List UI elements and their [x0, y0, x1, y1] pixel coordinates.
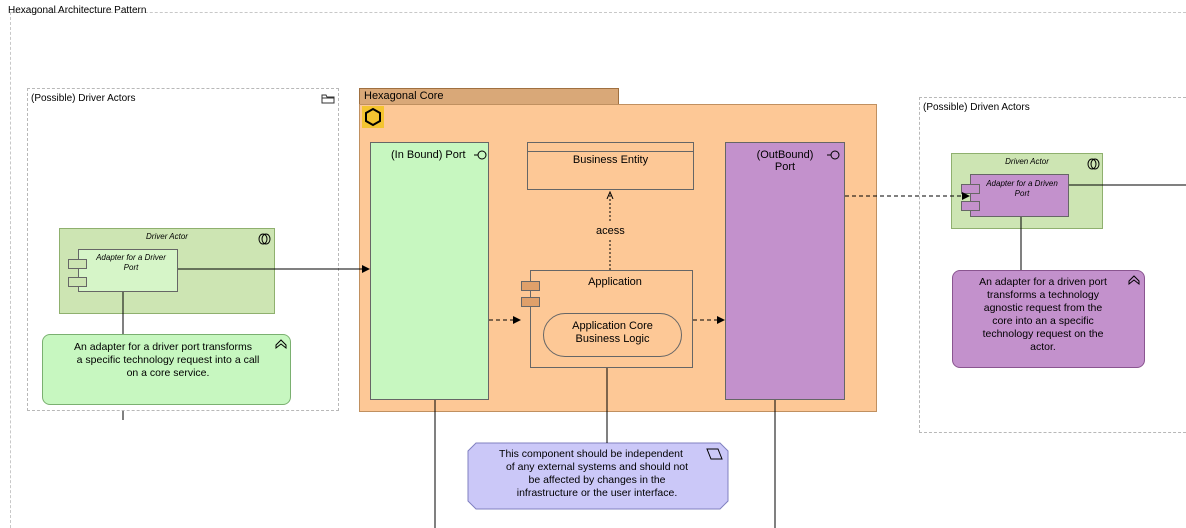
independence-note-line4: infrastructure or the user interface.: [516, 487, 678, 499]
business-entity-divider: [527, 151, 694, 152]
driven-note-line6: actor.: [1030, 341, 1056, 353]
driver-note-line3: on a core service.: [126, 367, 210, 379]
driven-note-line1: An adapter for a driven port: [979, 276, 1107, 288]
driver-adapter-tab-bottom: [68, 277, 87, 287]
driven-note-line5: technology request on the: [982, 328, 1104, 340]
inbound-port[interactable]: [370, 142, 489, 400]
driven-adapter-line2: Port: [1014, 189, 1030, 198]
independence-note-line3: be affected by changes in the: [528, 474, 666, 486]
driver-actors-label: (Possible) Driver Actors: [31, 93, 136, 104]
core-label: Hexagonal Core: [364, 90, 444, 102]
independence-note-line1: This component should be independent: [499, 448, 683, 460]
outbound-port-label-1: (OutBound): [756, 149, 814, 161]
driver-note-line2: a specific technology request into a cal…: [76, 354, 260, 366]
driver-note[interactable]: [42, 334, 291, 405]
app-logic-line1: Application Core: [572, 320, 653, 332]
driven-actor-label: Driven Actor: [1005, 157, 1049, 166]
inbound-port-label: (In Bound) Port: [391, 149, 466, 161]
driven-note-line4: core into an a specific: [992, 315, 1094, 327]
independence-note-line2: of any external systems and should not: [505, 461, 689, 473]
driven-adapter-line1: Adapter for a Driven: [986, 179, 1058, 188]
driver-actor-label: Driver Actor: [146, 232, 188, 241]
business-entity-label: Business Entity: [572, 154, 649, 166]
driven-adapter-tab-top: [961, 184, 980, 194]
driven-adapter[interactable]: [970, 174, 1069, 217]
component-tab-top: [521, 281, 540, 291]
application-core-logic[interactable]: [543, 313, 682, 357]
driven-note-line2: transforms a technology: [986, 289, 1100, 301]
driven-note-line3: agnostic request from the: [983, 302, 1103, 314]
driven-actors-group[interactable]: [919, 97, 1186, 433]
hexagon-icon: [362, 106, 384, 128]
outbound-port[interactable]: [725, 142, 845, 400]
driver-actors-group[interactable]: [27, 88, 339, 411]
driver-adapter-line2: Port: [123, 263, 139, 272]
application-label: Application: [588, 276, 642, 288]
driven-adapter-tab-bottom: [961, 201, 980, 211]
app-logic-line2: Business Logic: [575, 333, 650, 345]
diagram-title: Hexagonal Architecture Pattern: [8, 5, 147, 16]
driver-adapter-tab-top: [68, 259, 87, 269]
diagram-frame: [10, 12, 1186, 528]
outbound-port-label-2: Port: [774, 161, 796, 173]
component-tab-bottom: [521, 297, 540, 307]
business-entity[interactable]: [527, 142, 694, 190]
access-label: acess: [596, 225, 625, 237]
driver-adapter-line1: Adapter for a Driver: [96, 253, 166, 262]
driver-adapter[interactable]: [78, 249, 178, 292]
hexagon-shape: [365, 107, 381, 127]
driven-note[interactable]: [952, 270, 1145, 368]
driven-actors-label: (Possible) Driven Actors: [923, 102, 1030, 113]
driver-note-line1: An adapter for a driver port transforms: [74, 341, 252, 353]
